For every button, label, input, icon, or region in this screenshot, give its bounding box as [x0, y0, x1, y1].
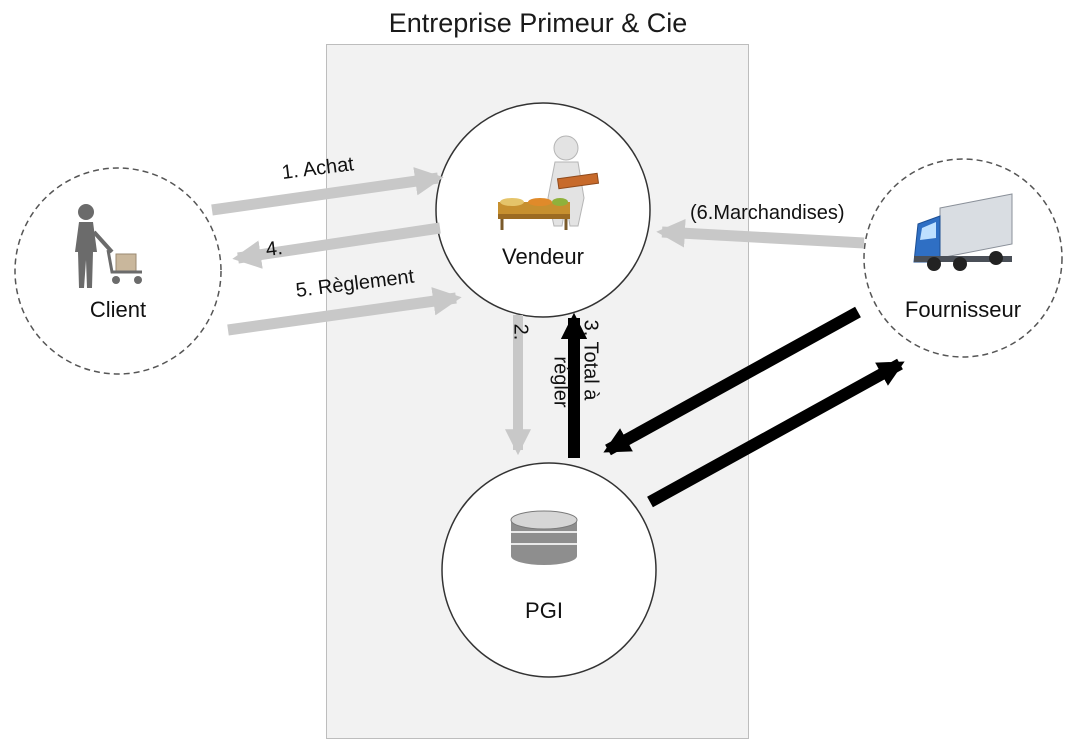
vendeur-label: Vendeur: [502, 244, 584, 269]
database-icon: [510, 510, 578, 565]
arrow-pgi-to-fournisseur: [647, 358, 905, 508]
fournisseur-label: Fournisseur: [904, 297, 1022, 322]
arrow-reglement: [227, 287, 462, 336]
shopper-with-cart-icon: [75, 204, 142, 288]
label-2: 2.: [509, 323, 532, 341]
label-total-line1: 3. Total à: [579, 319, 602, 401]
vendor-at-stall-icon: [498, 135, 600, 230]
arrow-4: [232, 222, 441, 269]
label-marchandises: (6.Marchandises): [690, 202, 845, 224]
diagram-title: Entreprise Primeur & Cie: [388, 8, 688, 38]
label-total-line2: régler: [549, 356, 572, 408]
pgi-node: [441, 462, 657, 678]
label-4: 4.: [264, 237, 284, 261]
client-label: Client: [89, 297, 147, 322]
arrow-marchandises: [656, 218, 865, 249]
pgi-label: PGI: [525, 598, 563, 623]
arrow-fournisseur-to-pgi: [603, 306, 861, 456]
delivery-truck-icon: [913, 193, 1013, 271]
arrow-achat: [211, 167, 444, 216]
